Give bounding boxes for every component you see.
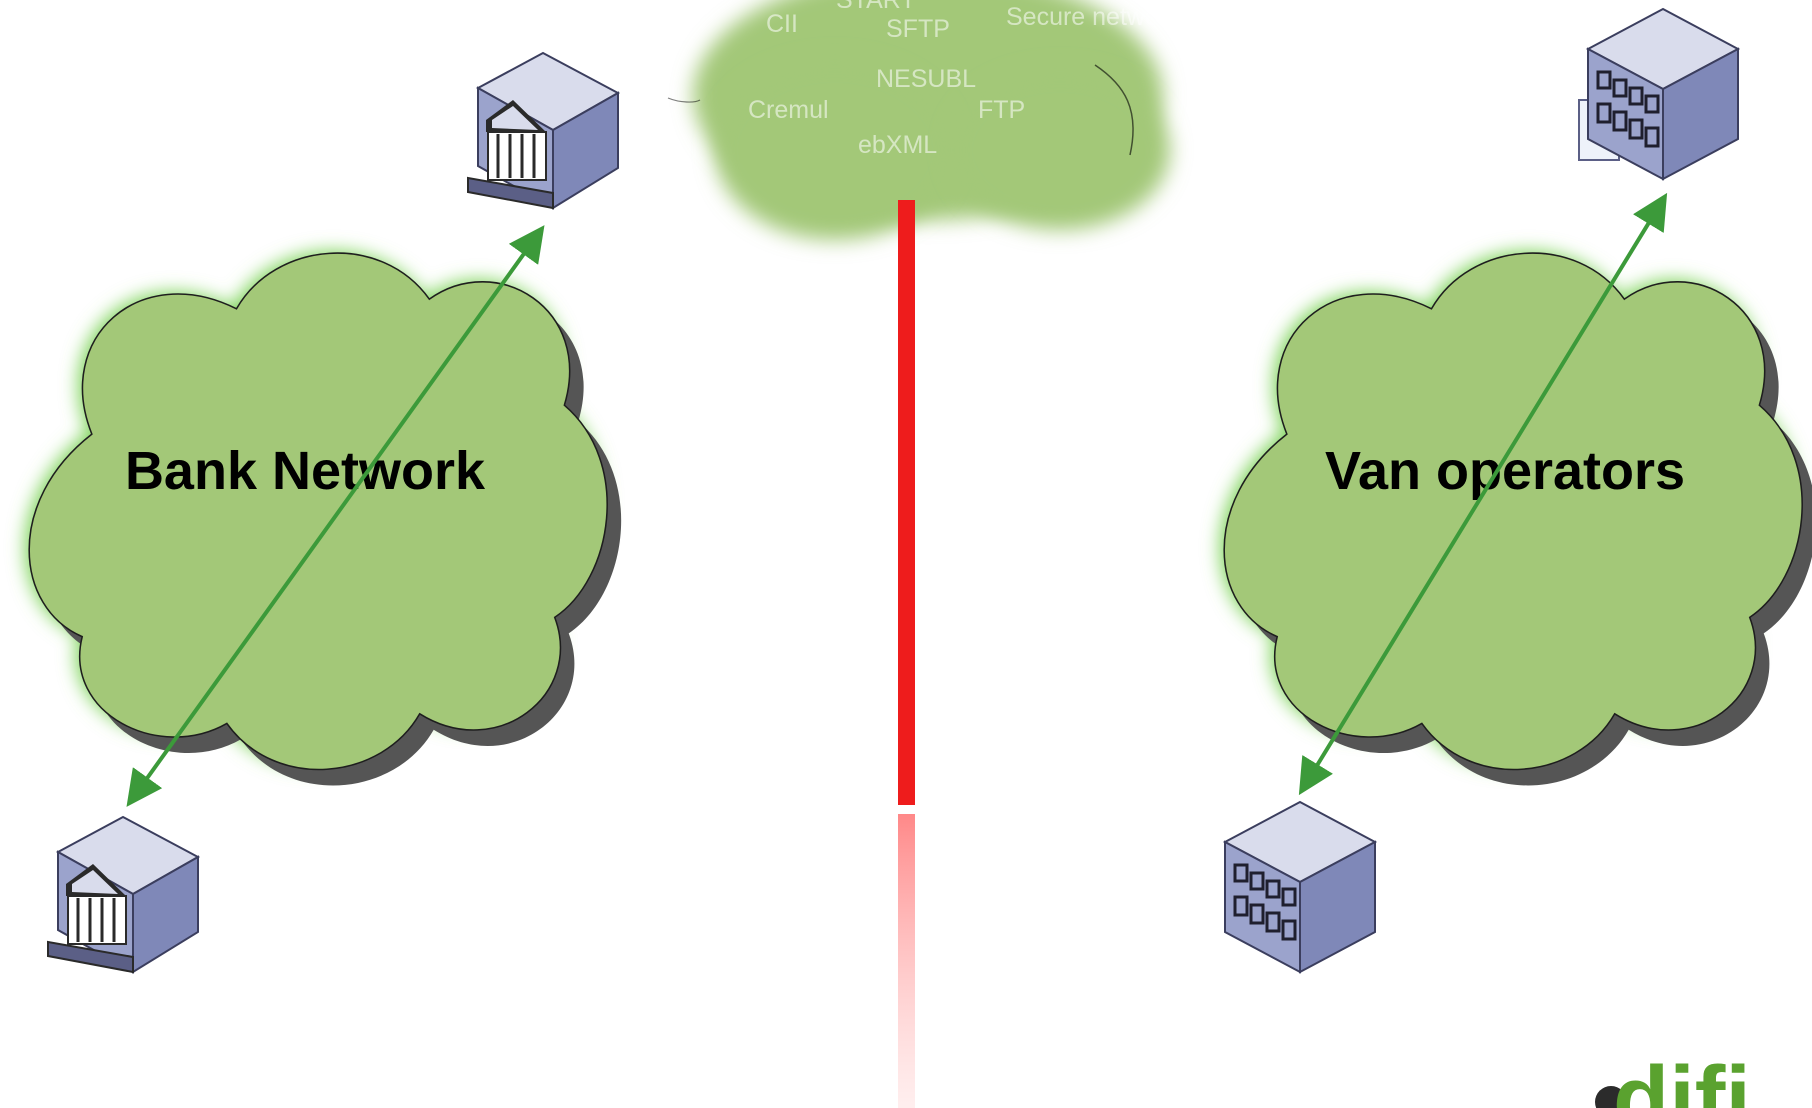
protocol-cii: CII xyxy=(766,10,798,38)
protocol-ebxml: ebXML xyxy=(858,131,937,159)
office-building-bottom-icon xyxy=(1223,800,1377,974)
protocol-start: START xyxy=(836,0,916,14)
bank-connection-arrow xyxy=(126,225,545,807)
difi-logo: difi xyxy=(1595,1048,1751,1108)
bank-building-top-icon xyxy=(466,51,620,210)
bank-building-bottom-icon xyxy=(46,815,200,974)
van-operators-cloud: Van operators xyxy=(1220,251,1812,786)
bank-network-label: Bank Network xyxy=(125,441,486,501)
protocol-sftp: SFTP xyxy=(886,15,950,43)
van-operators-label: Van operators xyxy=(1325,441,1685,501)
protocol-nesubl: NESUBL xyxy=(876,65,976,93)
protocol-ftp: FTP xyxy=(978,96,1025,124)
red-divider xyxy=(898,200,915,1108)
top-cloud: START CII SFTP Secure network NESUBL Cre… xyxy=(667,0,1180,240)
protocol-secure-network: Secure network xyxy=(1006,3,1180,31)
difi-logo-text: difi xyxy=(1613,1048,1751,1108)
van-connection-arrow xyxy=(1298,192,1668,796)
bank-network-cloud: Bank Network xyxy=(25,251,622,786)
office-building-top-icon xyxy=(1578,7,1740,181)
protocol-cremul: Cremul xyxy=(748,96,829,124)
